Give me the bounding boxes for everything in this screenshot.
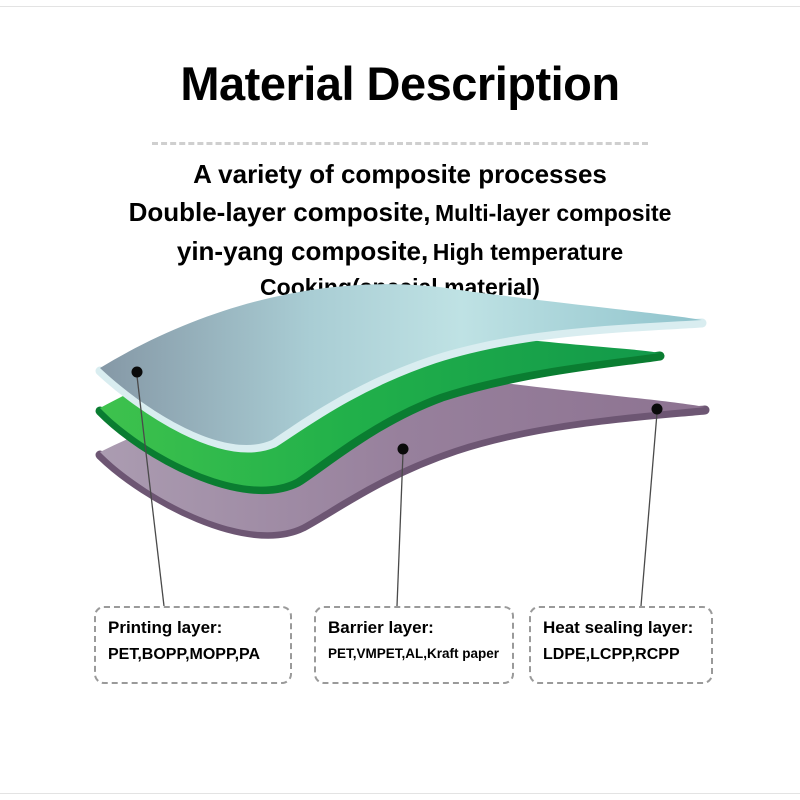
- barrier-layer-sheet: [100, 328, 660, 487]
- callout-dot-heat-sealing: [651, 403, 663, 415]
- callout-dot-printing: [131, 366, 143, 378]
- callout-materials: PET,BOPP,MOPP,PA: [108, 646, 261, 663]
- callout-printing-layer: Printing layer: PET,BOPP,MOPP,PA: [94, 606, 292, 684]
- callout-heat-sealing-layer: Heat sealing layer: LDPE,LCPP,RCPP: [529, 606, 713, 684]
- callout-materials: PET,VMPET,AL,Kraft paper: [328, 646, 500, 661]
- leader-line-barrier: [396, 452, 404, 607]
- subtitle-line-4: Cooking(special material): [260, 273, 540, 300]
- callout-materials: LDPE,LCPP,RCPP: [543, 646, 680, 663]
- dashed-separator: [152, 142, 648, 145]
- frame-line-top: [0, 6, 800, 7]
- printing-layer-sheet: [100, 284, 702, 445]
- frame-line-bottom: [0, 793, 800, 794]
- leader-line-heat-sealing: [640, 412, 658, 607]
- printing-layer-edge: [95, 318, 707, 453]
- callout-title: Barrier layer:: [328, 618, 434, 637]
- subtitle-block: A variety of composite processes Double-…: [0, 158, 800, 307]
- subtitle-line-2a: Double-layer composite,: [128, 197, 431, 228]
- subtitle-line-1: A variety of composite processes: [193, 159, 607, 189]
- callout-title: Printing layer:: [108, 618, 223, 637]
- callout-title: Heat sealing layer:: [543, 618, 694, 637]
- heat-sealing-layer-edge: [95, 405, 710, 539]
- callout-dot-barrier: [397, 443, 409, 455]
- subtitle-line-2b: Multi-layer composite: [434, 200, 672, 227]
- barrier-layer-edge: [95, 351, 665, 495]
- subtitle-line-3b: High temperature: [432, 238, 624, 265]
- callout-barrier-layer: Barrier layer: PET,VMPET,AL,Kraft paper: [314, 606, 514, 684]
- page-title: Material Description: [180, 57, 620, 110]
- subtitle-line-3a: yin-yang composite,: [176, 235, 429, 266]
- leader-line-printing: [136, 375, 165, 607]
- heat-sealing-layer-sheet: [100, 375, 705, 533]
